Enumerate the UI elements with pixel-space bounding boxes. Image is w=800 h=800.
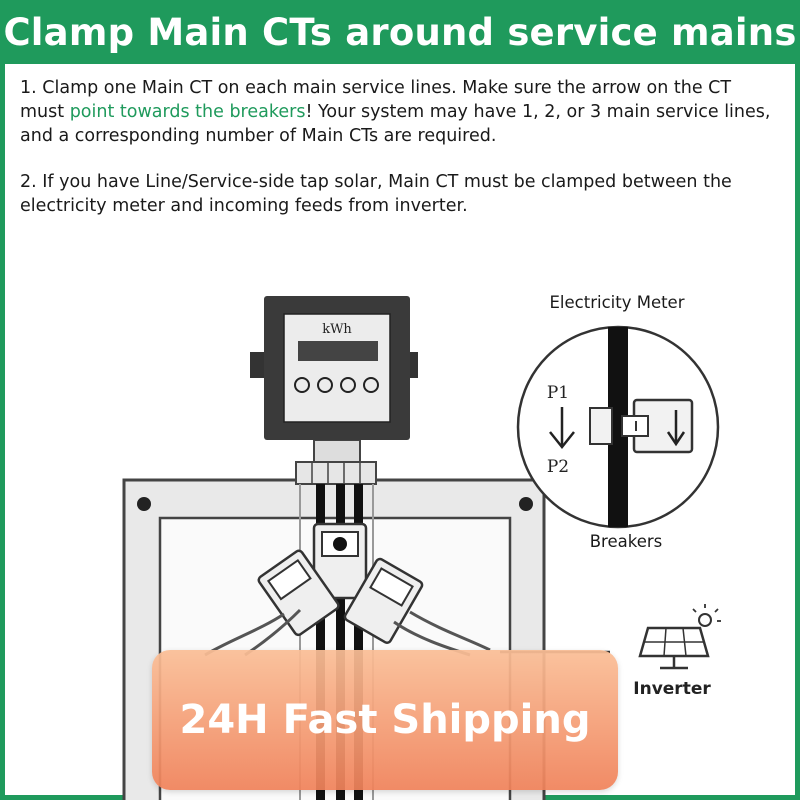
inverter-label: Inverter <box>633 679 711 699</box>
meter-button <box>294 377 310 393</box>
panel-screw <box>519 497 533 511</box>
electricity-meter: kWh <box>250 296 418 440</box>
page-title: Clamp Main CTs around service mains <box>3 10 797 54</box>
step1-text-start: 1. Clamp one Main CT on each main servic… <box>20 78 732 122</box>
step1-text-end: ! Your system may have 1, 2, or 3 main s… <box>20 102 771 146</box>
arrow-down-icon <box>549 407 575 450</box>
meter-display <box>298 341 378 361</box>
p1-label: P1 <box>547 383 569 403</box>
ct-direction-arrow-icon <box>666 410 686 447</box>
solar-panel-icon <box>638 604 721 670</box>
header-bar: Clamp Main CTs around service mains <box>0 0 800 64</box>
ct-detail-callout: Electricity Meter P1 P2 Breakers <box>516 293 720 551</box>
instruction-step-2: 2. If you have Line/Service-side tap sol… <box>20 172 732 216</box>
ct-clamp-center <box>312 522 368 600</box>
meter-button <box>340 377 356 393</box>
detail-ct-clamp <box>589 398 694 454</box>
step1-highlight: point towards the breakers <box>69 102 306 122</box>
p2-label: P2 <box>547 457 569 477</box>
meter-unit-label: kWh <box>322 322 352 337</box>
ct-clamp-right <box>343 557 424 644</box>
frame-right-border <box>795 64 800 800</box>
detail-service-line <box>608 327 628 527</box>
shipping-banner-text: 24H Fast Shipping <box>179 697 591 743</box>
ct-clamp-left <box>257 549 340 637</box>
shipping-banner: 24H Fast Shipping <box>152 650 618 790</box>
meter-button <box>317 377 333 393</box>
instructions: 1. Clamp one Main CT on each main servic… <box>20 76 780 240</box>
instruction-step-1: 1. Clamp one Main CT on each main servic… <box>20 76 780 148</box>
frame-left-border <box>0 64 5 800</box>
detail-bottom-label: Breakers <box>590 532 663 551</box>
detail-title: Electricity Meter <box>550 293 685 312</box>
panel-screw <box>137 497 151 511</box>
meter-connector <box>295 439 377 485</box>
meter-button <box>363 377 379 393</box>
